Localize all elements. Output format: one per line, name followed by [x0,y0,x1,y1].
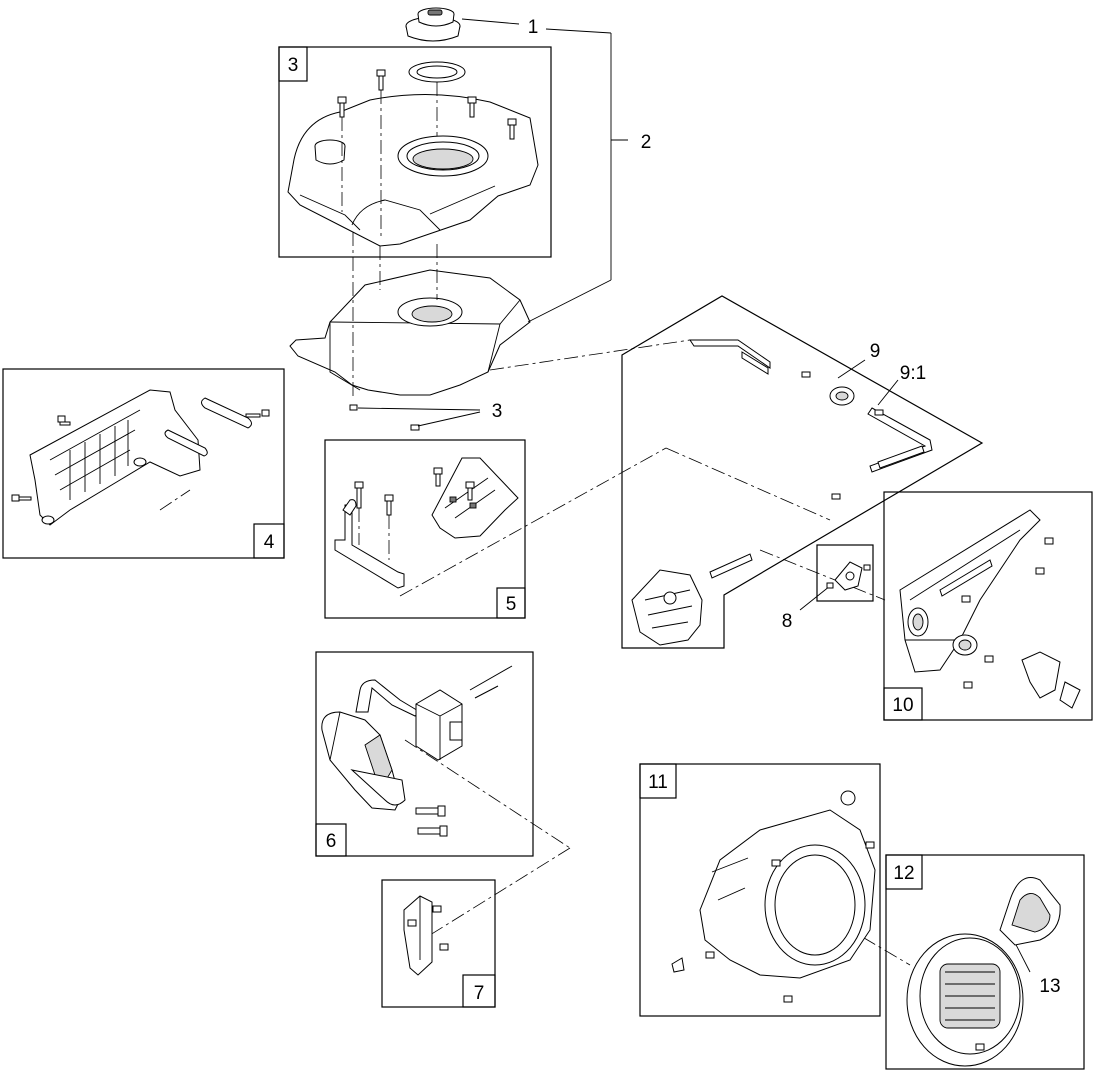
box-8-valve [816,544,874,602]
box-3-tank-cover [278,46,552,258]
carburetor [631,569,703,646]
box-9-fuel-line [621,295,984,649]
fuel-cap [405,7,461,42]
callout-2: 2 [641,132,652,153]
callout-8: 8 [782,611,793,632]
callout-1: 1 [528,17,539,38]
callout-3-screws: 3 [492,401,503,422]
box-6-starter-motor [315,651,534,857]
box-10-control-panel [883,491,1093,721]
cover-screws [337,69,517,140]
callout-9-1: 9:1 [900,363,926,384]
callout-13: 13 [1039,976,1060,997]
callout-12: 12 [893,863,914,884]
fuel-tank [289,232,531,431]
callout-labels: 1 2 3 3 4 5 6 7 8 9 9:1 10 11 12 13 [264,17,1061,1004]
callout-5: 5 [506,594,517,615]
callout-11: 11 [648,772,668,793]
callout-10: 10 [892,695,913,716]
callout-9: 9 [870,341,881,362]
callout-6: 6 [326,831,337,852]
box-12-recoil-starter [885,854,1085,1070]
callout-7: 7 [474,983,485,1004]
box-7-bracket [381,879,496,1008]
box-5-brackets [324,439,526,619]
box-11-blower-housing [639,763,881,1017]
callout-3-box: 3 [288,55,299,76]
leader-lines [159,18,1031,973]
callout-4: 4 [264,532,275,553]
box-4-heat-shield [2,368,285,559]
